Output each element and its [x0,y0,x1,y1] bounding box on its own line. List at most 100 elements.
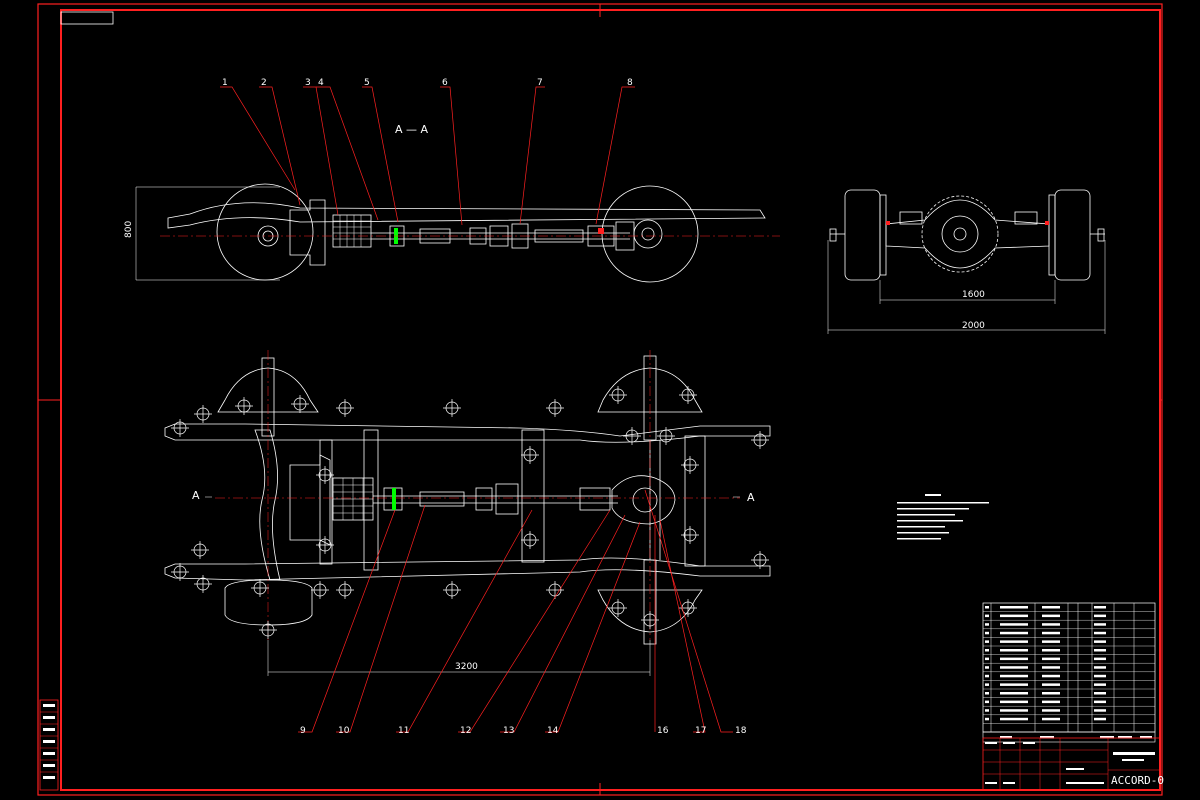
callout-numbers-bottom: 9 10 11 12 13 14 16 17 18 [300,726,747,736]
callout-2: 2 [261,78,267,88]
callout-numbers-top: 1 2 3 4 5 6 7 8 [222,78,633,88]
drawing-code: ACCORD-0 [1111,774,1164,787]
parts-list-cell-mark [1000,640,1028,643]
parts-list-cell-mark [1042,640,1060,643]
parts-list-cell-mark [985,657,989,661]
callout-4: 4 [318,78,324,88]
parts-list-cell-mark [1000,623,1028,626]
section-mark-right: A [747,491,755,504]
parts-list-cell-mark [985,674,989,678]
sheet-frame [37,3,1163,796]
parts-list-cell-mark [1094,717,1106,721]
parts-list-cell-mark [1042,674,1060,678]
parts-list-cell-mark [1042,666,1060,669]
parts-list-cell-mark [985,623,989,626]
parts-list-cell-mark [985,640,989,643]
parts-list-cell-mark [985,700,989,704]
axle-end-view: 1600 2000 [827,189,1106,334]
title-block: ACCORD-0 [982,737,1164,791]
callout-18: 18 [735,726,747,736]
parts-list-cell-mark [1042,631,1060,635]
parts-list-cell-mark [1000,631,1028,635]
parts-list-cell-mark [1042,709,1060,712]
callout-9: 9 [300,726,306,736]
parts-list-cell-mark [1000,683,1028,686]
parts-list-cell-mark [1000,649,1028,652]
svg-text:2000: 2000 [962,321,985,331]
parts-list-header-mark [1118,736,1132,739]
callout-7: 7 [537,78,543,88]
parts-list-cell-mark [1000,717,1028,721]
callout-3: 3 [305,78,311,88]
parts-list-cell-mark [1000,700,1028,704]
parts-list-cell-mark [1094,657,1106,661]
callout-14: 14 [547,726,559,736]
parts-list-header [982,731,1156,743]
parts-list-header-mark [1040,736,1054,739]
parts-list-header-mark [1140,736,1152,739]
parts-list-cell-mark [1000,606,1028,609]
parts-list-cell-mark [1042,623,1060,626]
callout-8: 8 [627,78,633,88]
parts-list-cell-mark [1094,674,1106,678]
section-mark-left: A [192,489,200,502]
parts-list-cell-mark [1042,614,1060,618]
parts-list-cell-mark [985,717,989,721]
section-view-label: A — A [395,123,429,136]
parts-list-cell-mark [985,606,989,609]
callout-6: 6 [442,78,448,88]
parts-list-cell-mark [985,649,989,652]
parts-list-cell-mark [1000,674,1028,678]
callout-5: 5 [364,78,370,88]
parts-list-cell-mark [1000,692,1028,695]
parts-list-cell-mark [1094,666,1106,669]
side-revision-strip [39,699,59,791]
parts-list-header-mark [1000,736,1012,739]
callout-1: 1 [222,78,228,88]
parts-list-cell-mark [1094,606,1106,609]
callout-17: 17 [695,726,706,736]
svg-text:1600: 1600 [962,290,985,300]
parts-list-header-mark [1100,736,1114,739]
parts-list-cell-mark [1000,709,1028,712]
parts-list-table [982,602,1156,743]
svg-text:800: 800 [124,221,134,238]
chassis-plan-view: A A 3200 [164,350,771,676]
parts-list-cell-mark [1042,700,1060,704]
shackle-bolts [171,386,769,639]
side-elevation-view: A — A [124,123,780,283]
callout-16: 16 [657,726,669,736]
parts-list-cell-mark [985,709,989,712]
parts-list-cell-mark [1042,606,1060,609]
callout-10: 10 [338,726,350,736]
parts-list-cell-mark [985,692,989,695]
parts-list-cell-mark [1094,709,1106,712]
parts-list-cell-mark [1094,692,1106,695]
parts-list-cell-mark [985,683,989,686]
parts-list-cell-mark [1094,623,1106,626]
parts-list-cell-mark [985,631,989,635]
parts-list-cell-mark [1094,614,1106,618]
parts-list-cell-mark [1000,666,1028,669]
parts-list-cell-mark [1094,683,1106,686]
parts-list-cell-mark [985,614,989,618]
parts-list-cell-mark [1094,649,1106,652]
callout-12: 12 [460,726,471,736]
parts-list-cell-mark [1000,657,1028,661]
parts-list-cell-mark [985,666,989,669]
parts-list-cell-mark [1094,640,1106,643]
parts-list-cell-mark [1000,614,1028,618]
leader-lines [220,86,733,733]
parts-list-cell-mark [1042,683,1060,686]
callout-11: 11 [398,726,409,736]
callout-13: 13 [503,726,514,736]
title-tag-box [60,11,114,25]
parts-list-cell-mark [1042,649,1060,652]
parts-list-cell-mark [1094,700,1106,704]
technical-notes [897,494,989,540]
parts-list-cell-mark [1042,657,1060,661]
parts-list-cell-mark [1042,717,1060,721]
svg-text:3200: 3200 [455,662,478,672]
parts-list-cell-mark [1094,631,1106,635]
